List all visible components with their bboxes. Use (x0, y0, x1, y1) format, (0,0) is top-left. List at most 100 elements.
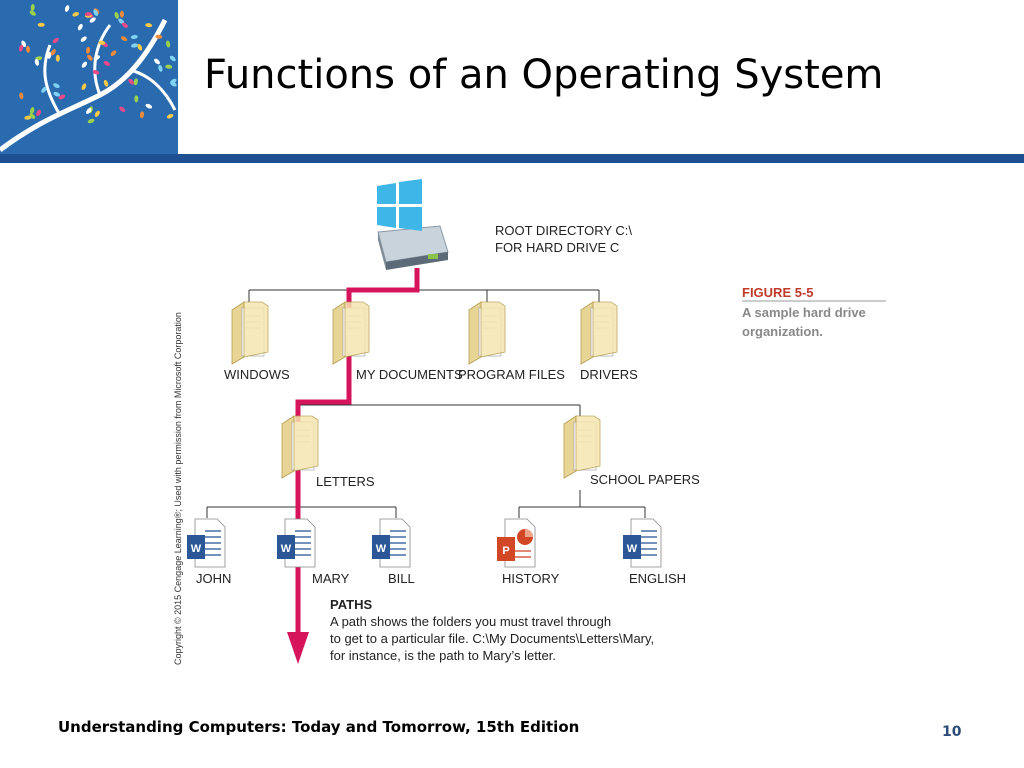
leaf-decoration (84, 12, 92, 17)
copyright-notice: Copyright © 2015 Cengage Learning®; Used… (173, 312, 183, 665)
paths-text-line3: for instance, is the path to Mary’s lett… (330, 648, 556, 663)
leaf-decoration (37, 22, 45, 27)
leaf-decoration (121, 22, 128, 28)
file-label-history: HISTORY (502, 571, 560, 586)
leaf-decoration (29, 113, 36, 119)
leaf-decoration (130, 34, 138, 40)
folder-icon-windows (231, 301, 269, 365)
file-label-mary: MARY (312, 571, 350, 586)
powerpoint-document-icon-history (496, 518, 536, 568)
slide-logo (0, 0, 178, 155)
file-label-bill: BILL (388, 571, 415, 586)
word-document-icon-bill (371, 518, 411, 568)
folder-icon-letters (281, 415, 319, 479)
figure-number: FIGURE 5-5 (742, 285, 814, 300)
folder-label-program-files: PROGRAM FILES (458, 367, 565, 382)
leaf-decoration (133, 78, 138, 86)
leaf-decoration (50, 49, 56, 56)
leaf-decoration (77, 23, 83, 31)
folder-icon-program-files (468, 301, 506, 365)
folder-icon-school-papers (563, 415, 601, 479)
leaf-decoration (29, 10, 36, 16)
leaf-decoration (169, 55, 176, 62)
leaf-decoration (87, 118, 95, 124)
leaf-decoration (86, 107, 92, 114)
leaf-decoration (165, 64, 173, 69)
leaf-decoration (89, 17, 96, 23)
leaf-decoration (53, 83, 60, 89)
leaf-decoration (36, 109, 42, 117)
folder-label-windows: WINDOWS (224, 367, 290, 382)
leaf-decoration (24, 115, 32, 120)
leaf-decoration (166, 40, 171, 48)
file-label-english: ENGLISH (629, 571, 686, 586)
folder-label-letters: LETTERS (316, 474, 375, 489)
figure-caption-line1: A sample hard drive (742, 305, 866, 320)
word-document-icon-english (622, 518, 662, 568)
leaf-decoration (119, 106, 126, 113)
leaf-decoration (120, 36, 128, 42)
paths-heading: PATHS (330, 597, 372, 612)
leaf-decoration (145, 103, 153, 109)
folder-label-school-papers: SCHOOL PAPERS (590, 472, 700, 487)
leaf-decoration (110, 50, 117, 56)
folder-label-my-documents: MY DOCUMENTS (356, 367, 463, 382)
slide-footer: Understanding Computers: Today and Tomor… (58, 718, 580, 736)
leaf-decoration (94, 110, 100, 117)
leaf-decoration (170, 81, 177, 87)
leaf-decoration (103, 60, 111, 67)
leaf-decoration (18, 44, 24, 52)
leaf-decoration (119, 10, 124, 18)
leaf-decoration (128, 78, 134, 85)
page-number: 10 (942, 724, 962, 740)
leaf-decoration (103, 79, 109, 87)
leaf-decoration (118, 18, 125, 25)
leaf-decoration (30, 107, 35, 114)
leaf-decoration (34, 58, 40, 66)
leaf-decoration (52, 37, 59, 44)
root-label-line1: ROOT DIRECTORY C:\ (495, 223, 632, 238)
figure-caption-line2: organization. (742, 324, 823, 339)
paths-text-line2: to get to a particular file. C:\My Docum… (330, 631, 654, 646)
windows-logo-icon (377, 179, 422, 231)
leaf-decoration (93, 55, 101, 61)
leaf-decoration (158, 64, 163, 72)
leaf-decoration (166, 113, 174, 119)
hard-drive-icon (377, 179, 449, 270)
slide-title: Functions of an Operating System (204, 52, 884, 98)
leaf-decoration (93, 9, 99, 16)
leaf-decoration (47, 51, 52, 59)
leaf-decoration (131, 43, 138, 48)
word-document-icon-john (186, 518, 226, 568)
folder-label-drivers: DRIVERS (580, 367, 638, 382)
folder-icon-drivers (580, 301, 618, 365)
leaf-decoration (80, 36, 87, 42)
leaf-decoration (137, 43, 143, 51)
leaf-decoration (81, 83, 87, 90)
root-label-line2: FOR HARD DRIVE C (495, 240, 619, 255)
leaf-decoration (64, 5, 70, 12)
leaf-decoration (81, 61, 88, 68)
leaf-decoration (114, 12, 119, 19)
leaf-decoration (30, 4, 35, 11)
folder-icon-my-documents (332, 301, 370, 365)
paths-text-line1: A path shows the folders you must travel… (330, 614, 611, 629)
leaf-decoration (154, 58, 160, 65)
leaf-decoration (92, 70, 100, 75)
leaf-decoration (25, 45, 31, 53)
leaf-decoration (86, 46, 91, 54)
leaf-decoration (134, 95, 139, 103)
leaf-decoration (155, 34, 163, 39)
leaf-decoration (139, 111, 145, 119)
leaf-decoration (55, 54, 60, 62)
leaf-decoration (41, 86, 47, 93)
leaf-decoration (53, 91, 60, 97)
tree-connectors (206, 272, 646, 518)
word-document-icon-mary (276, 518, 316, 568)
leaf-decoration (19, 92, 24, 100)
file-label-john: JOHN (196, 571, 231, 586)
leaf-decoration (145, 23, 153, 28)
leaf-decoration (98, 40, 106, 45)
leaf-decoration (58, 94, 66, 100)
